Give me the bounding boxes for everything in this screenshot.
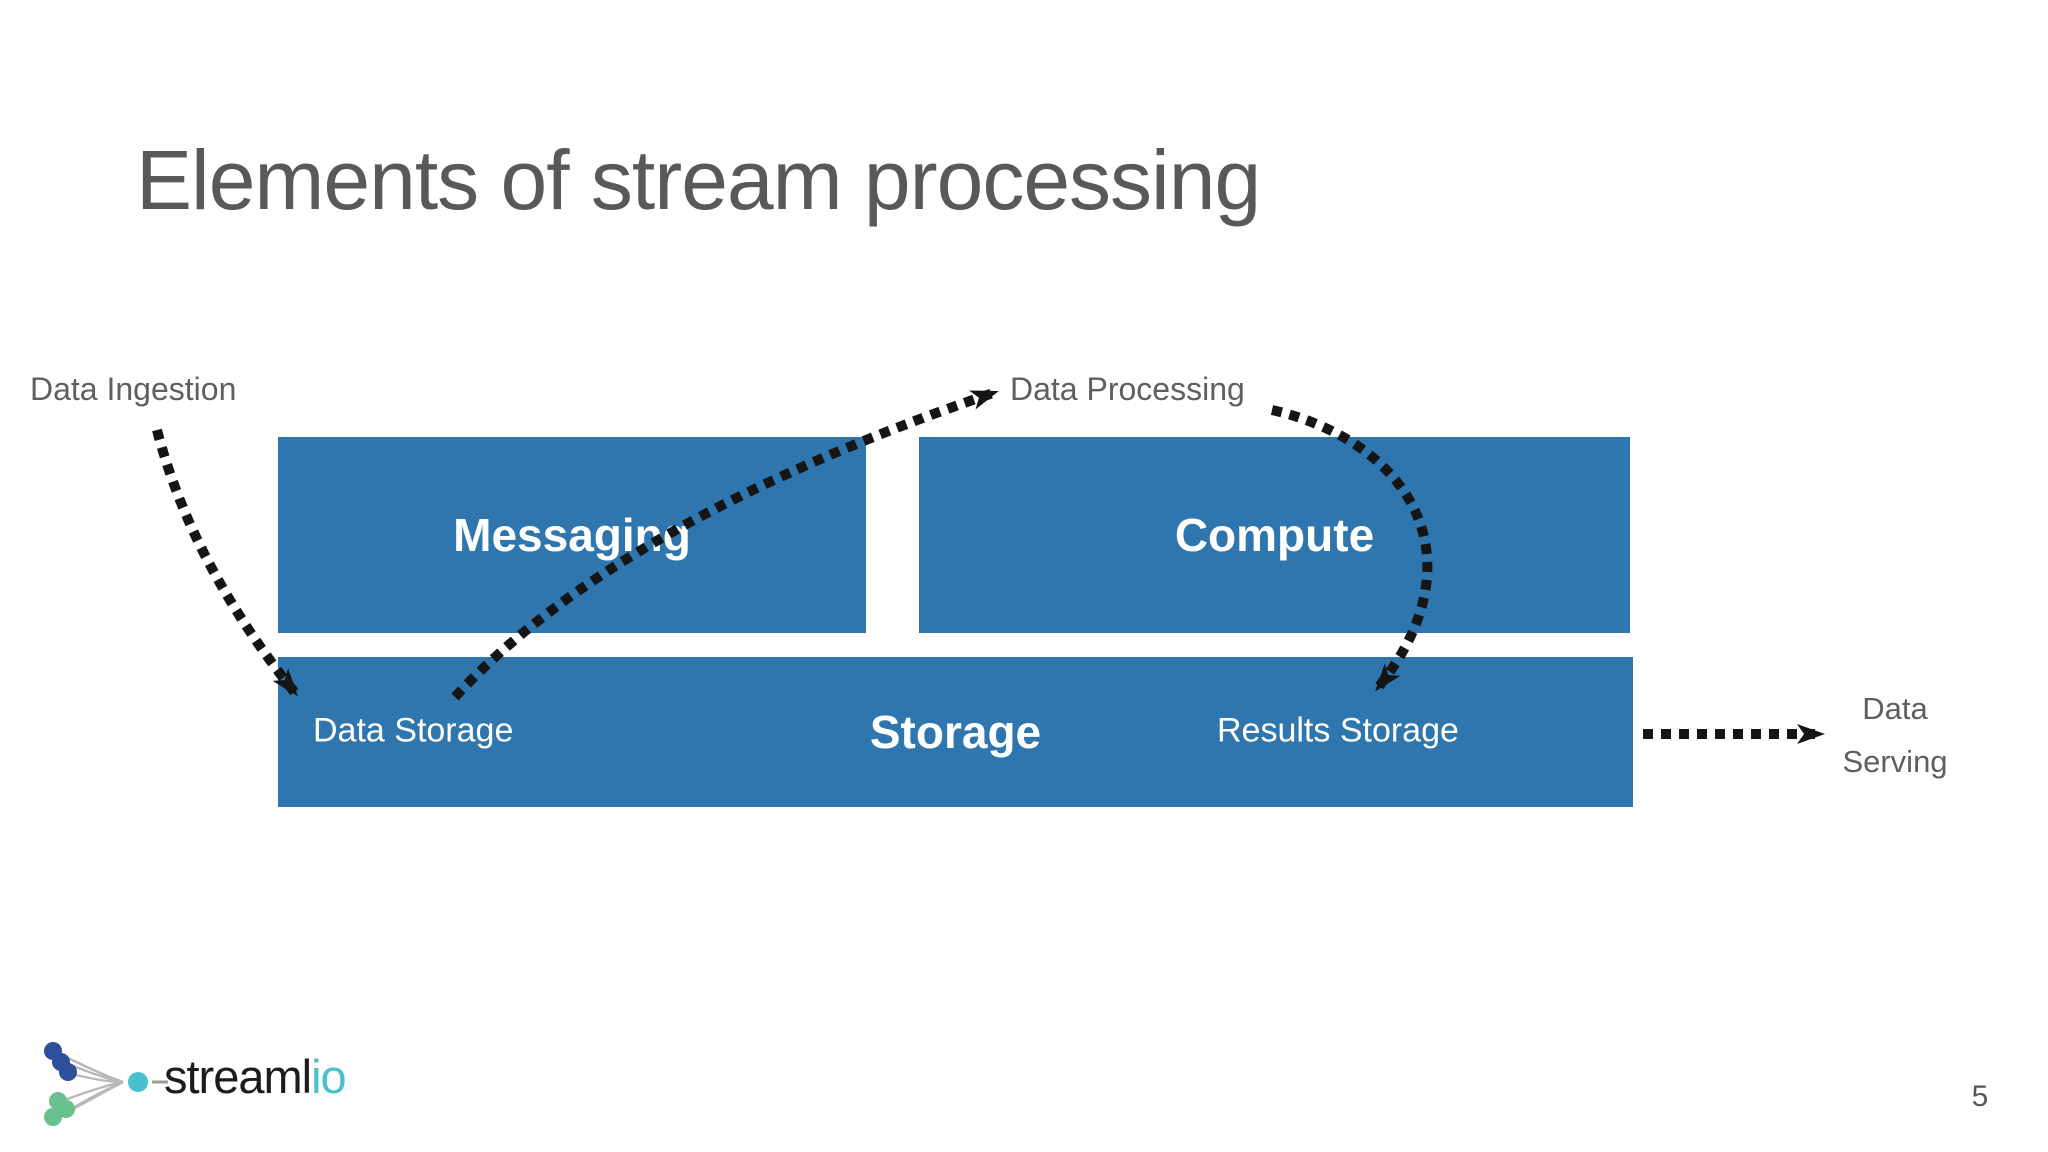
storage-box: Data Storage Storage Results Storage: [278, 657, 1633, 807]
results-storage-label: Results Storage: [1217, 711, 1459, 750]
compute-box-label: Compute: [1174, 509, 1375, 561]
logo-text-primary: streaml: [164, 1050, 312, 1103]
label-data-serving-line1: Data: [1862, 691, 1928, 726]
compute-box: Compute: [919, 437, 1630, 633]
label-data-ingestion: Data Ingestion: [30, 371, 237, 407]
messaging-box: Messaging: [278, 437, 866, 633]
storage-box-label: Storage: [869, 706, 1042, 758]
logo-text-accent: io: [311, 1050, 347, 1103]
data-storage-label: Data Storage: [313, 711, 514, 750]
streamlio-logo-mark: [44, 1042, 168, 1126]
arrow-data-ingestion-to-storage: [152, 428, 300, 698]
label-data-serving: Data Serving: [1790, 682, 2000, 788]
logo-node-dots: [44, 1042, 148, 1126]
page-title: Elements of stream processing: [136, 133, 1261, 227]
streamlio-logo-wordmark: streamlio: [164, 1050, 347, 1103]
logo-stream-lines: [56, 1051, 168, 1120]
label-data-processing: Data Processing: [1010, 371, 1245, 407]
label-data-serving-line2: Serving: [1842, 744, 1948, 779]
messaging-box-label: Messaging: [453, 509, 691, 561]
page-number: 5: [1971, 1080, 1989, 1113]
